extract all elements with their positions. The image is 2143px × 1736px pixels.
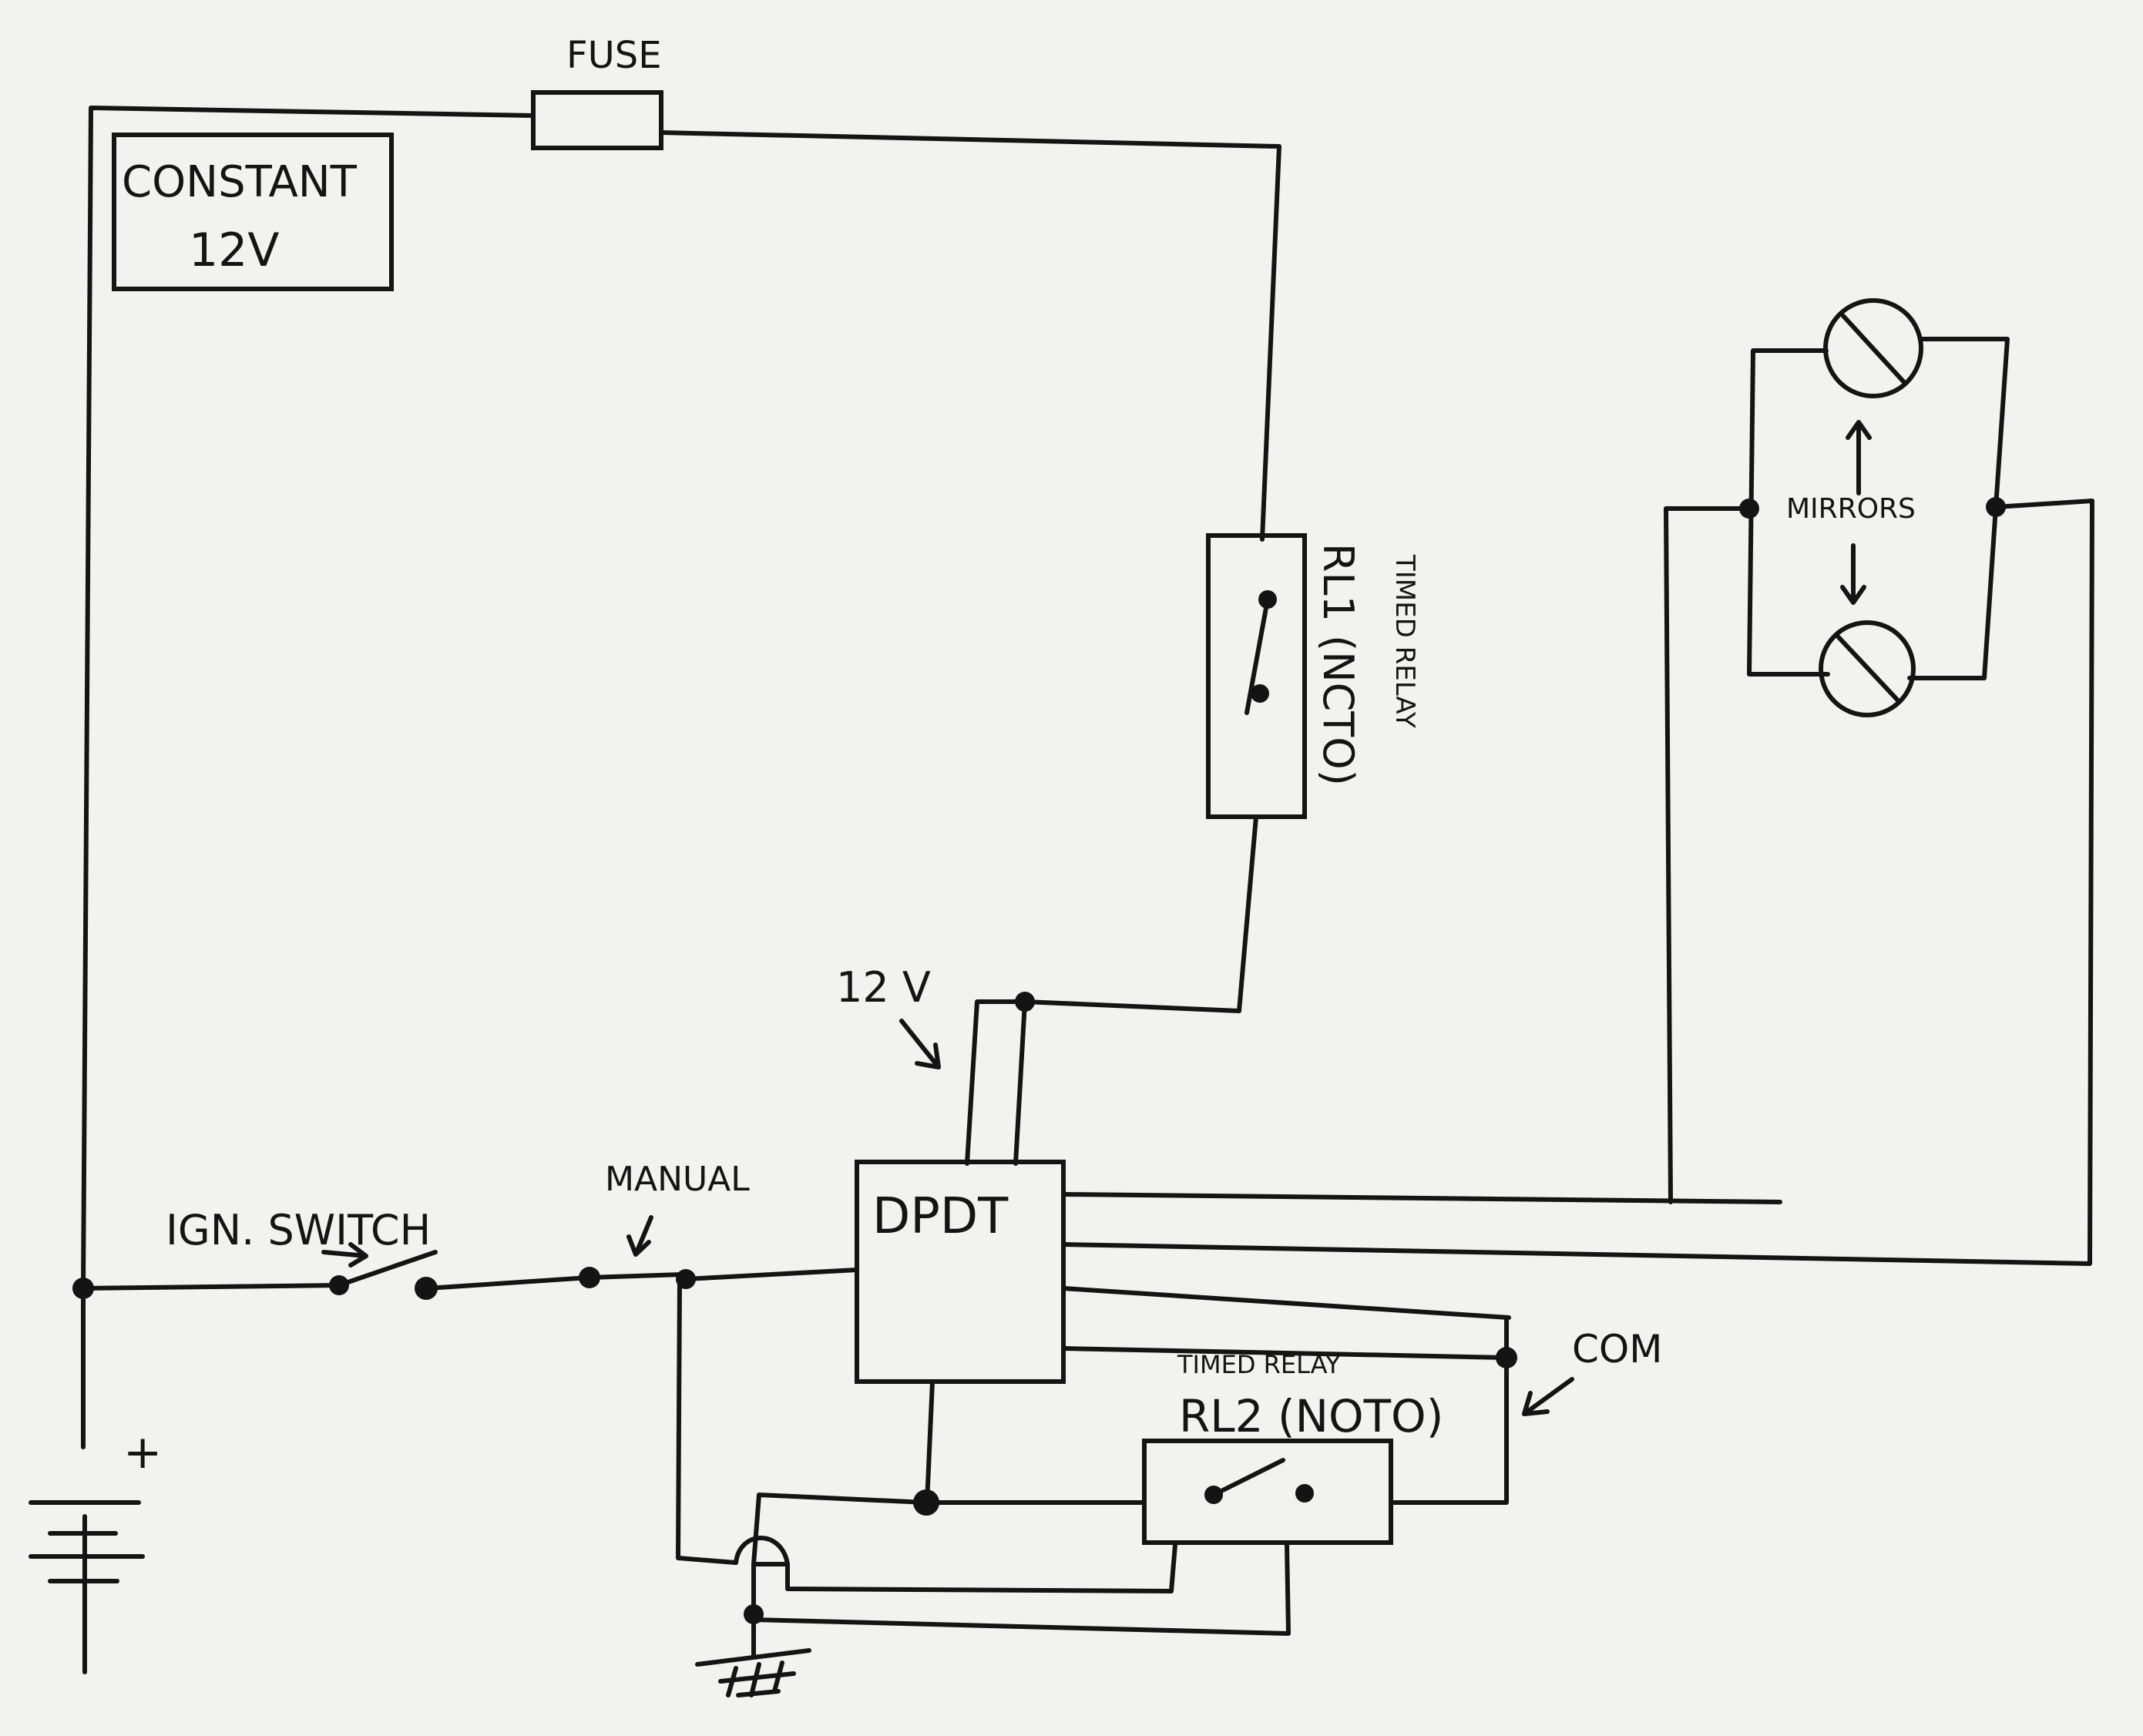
- ign-switch-contact: [415, 1277, 438, 1300]
- mirrors-circuit: [1739, 298, 2010, 717]
- junction-dot: [1739, 499, 1759, 519]
- lower-wiring: [676, 1278, 1291, 1659]
- v12-arrow: [899, 1019, 941, 1069]
- junction-dot: [1015, 992, 1035, 1012]
- rl1-caption: TIMED RELAY: [1389, 554, 1420, 728]
- manual-switch-contact: [579, 1267, 600, 1288]
- ign-switch-contact: [329, 1275, 349, 1295]
- junction-dot: [744, 1604, 764, 1624]
- constant-12v-box: [112, 133, 394, 291]
- mirror-heater-element: [1823, 298, 1923, 398]
- manual-arrow: [626, 1215, 653, 1257]
- com-label: COM: [1572, 1327, 1662, 1372]
- rl2-contact: [1295, 1484, 1314, 1503]
- rl1-body: [1206, 533, 1307, 819]
- relay-rl1: [1023, 533, 1307, 1013]
- arrow-up-icon: [1846, 420, 1872, 495]
- mirrors-label: MIRRORS: [1786, 493, 1916, 525]
- v12-label: 12 V: [836, 963, 931, 1012]
- ign-switch-arrow: [321, 1242, 368, 1268]
- ignition-wiring: [72, 1250, 859, 1300]
- battery-plus-label: +: [123, 1425, 162, 1479]
- rl2-caption: TIMED RELAY: [1177, 1350, 1341, 1379]
- constant-label: CONSTANT: [122, 157, 358, 207]
- dpdt-output-wiring: [1061, 499, 2094, 1505]
- manual-label: MANUAL: [605, 1160, 750, 1199]
- rl1-name: RL1 (NCTO): [1314, 543, 1362, 786]
- rl2-body: [1142, 1439, 1393, 1545]
- arrow-down-icon: [1840, 543, 1866, 605]
- battery-icon: [29, 1500, 145, 1583]
- fuse-label: FUSE: [566, 34, 662, 77]
- com-junction-dot: [1496, 1347, 1517, 1368]
- ign-switch-label: IGN. SWITCH: [166, 1206, 431, 1254]
- dpdt-label: DPDT: [872, 1188, 1009, 1245]
- supply-wiring: [81, 106, 1281, 1674]
- constant-voltage-label: 12V: [189, 223, 279, 277]
- mirror-heater-element: [1819, 620, 1916, 717]
- fuse: [531, 90, 663, 150]
- junction-dot: [1986, 497, 2006, 517]
- rl1-contact: [1251, 684, 1269, 703]
- junction-dot: [913, 1489, 939, 1516]
- ground-icon: [695, 1648, 811, 1697]
- relay-rl2: [1142, 1439, 1393, 1545]
- com-arrow: [1522, 1377, 1574, 1416]
- rl2-name: RL2 (NOTO): [1179, 1390, 1443, 1442]
- junction-dot: [72, 1278, 94, 1299]
